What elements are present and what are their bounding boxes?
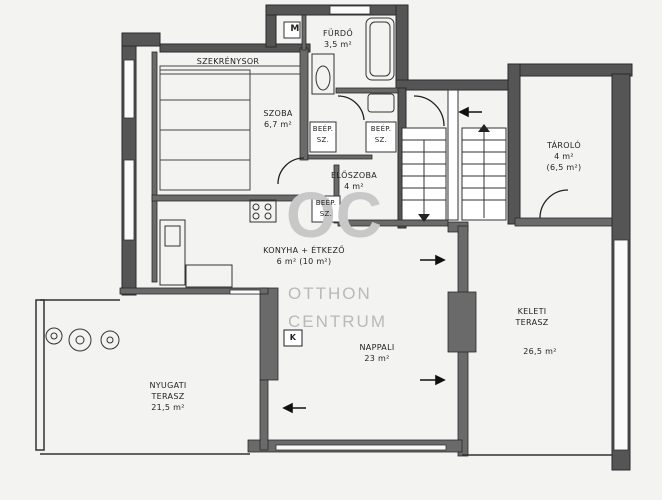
chimney-box: [283, 329, 303, 347]
terrace-outlines: [35, 299, 612, 456]
bathroom-fixtures: [283, 17, 395, 113]
kitchen-counters: [159, 199, 277, 288]
closet-2-label: BEÉP.SZ.: [370, 125, 392, 144]
closet-3-label: BEÉP.SZ.: [315, 199, 337, 218]
bed: [159, 65, 301, 191]
watermark-logo: OC: [286, 179, 382, 251]
windows: [123, 5, 629, 451]
entry-arrows: [282, 106, 482, 414]
wc-mark: M: [290, 24, 300, 34]
wardrobe-label: SZEKRÉNYSOR: [196, 57, 260, 66]
stairs: [401, 89, 507, 221]
plants: [45, 327, 120, 352]
chimney-mark: K: [289, 333, 297, 342]
stair-arrows: [418, 124, 490, 222]
watermark-brand-2: CENTRUM: [288, 312, 387, 331]
closets: [309, 121, 397, 223]
door-swings: [277, 95, 569, 219]
closet-1-label: BEÉP.SZ.: [312, 125, 334, 144]
east-terrace-area: 26,5 m²: [523, 347, 557, 356]
watermark-brand-1: OTTHON: [288, 284, 372, 303]
